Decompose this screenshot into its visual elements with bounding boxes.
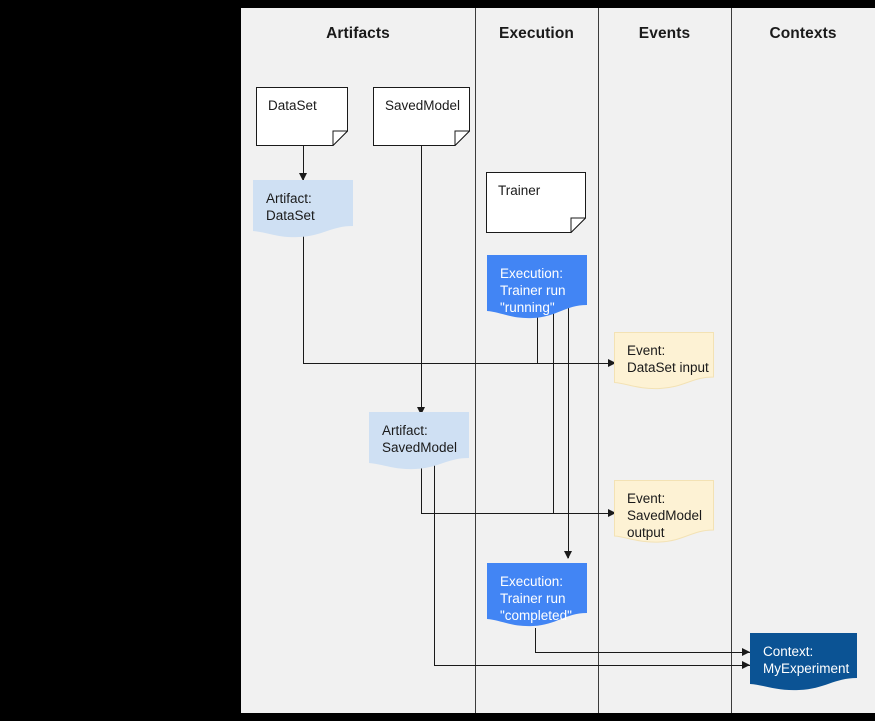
- node-type-trainer[interactable]: Trainer: [486, 172, 586, 233]
- node-event-dataset-input[interactable]: Event: DataSet input: [614, 332, 714, 390]
- lane-divider-execution-events: [598, 8, 599, 713]
- execution-shape-icon: [487, 255, 587, 319]
- connector-artifact-dataset-to-event: [303, 363, 616, 364]
- connector-savedmodel-artifact-to-context: [434, 665, 750, 666]
- document-shape-icon: [486, 172, 586, 233]
- event-shape-icon: [614, 480, 714, 543]
- lane-header-contexts: Contexts: [769, 25, 837, 42]
- node-type-dataset[interactable]: DataSet: [256, 87, 348, 146]
- artifact-shape-icon: [369, 412, 469, 470]
- node-label-context-myexperiment: Context: MyExperiment: [763, 644, 850, 676]
- node-execution-running[interactable]: Execution: Trainer run "running": [487, 255, 587, 319]
- node-label-type-trainer: Trainer: [498, 183, 541, 198]
- node-label-execution-running: Execution: Trainer run "running": [500, 266, 566, 315]
- lane-header-artifacts: Artifacts: [326, 25, 390, 42]
- arrowhead-dataset-to-artifact: [299, 173, 307, 181]
- arrowhead-savedmodel-event-output: [608, 509, 616, 517]
- connector-dataset-to-artifact: [303, 145, 304, 181]
- lane-divider-artifacts-execution: [475, 8, 476, 713]
- arrowhead-dataset-event-input: [608, 359, 616, 367]
- context-shape-icon: [750, 633, 857, 691]
- lane-header-execution: Execution: [499, 25, 574, 42]
- node-context-myexperiment[interactable]: Context: MyExperiment: [750, 633, 857, 691]
- lane-header-events: Events: [638, 25, 691, 42]
- arrowhead-savedmodel-to-artifact: [417, 407, 425, 415]
- node-label-execution-completed: Execution: Trainer run "completed": [500, 574, 572, 623]
- execution-shape-icon: [487, 563, 587, 627]
- node-execution-completed[interactable]: Execution: Trainer run "completed": [487, 563, 587, 627]
- connector-completed-to-context: [535, 652, 750, 653]
- event-shape-icon: [614, 332, 714, 390]
- node-label-type-dataset: DataSet: [268, 98, 317, 113]
- node-artifact-dataset[interactable]: Artifact: DataSet: [253, 180, 353, 238]
- connector-completed-down: [535, 628, 536, 653]
- node-event-savedmodel-output[interactable]: Event: SavedModel output: [614, 480, 714, 544]
- node-label-artifact-savedmodel: Artifact: SavedModel: [382, 423, 458, 455]
- artifact-shape-icon: [253, 180, 353, 238]
- connector-artifact-dataset-down: [303, 228, 304, 364]
- lane-divider-events-contexts: [731, 8, 732, 713]
- node-label-type-savedmodel: SavedModel: [385, 98, 461, 113]
- node-label-event-dataset-input: Event: DataSet input: [627, 343, 709, 375]
- connector-savedmodel-to-artifact: [421, 145, 422, 415]
- connector-to-event-savedmodel-output: [421, 513, 616, 514]
- document-shape-icon: [256, 87, 348, 146]
- arrowhead-completed-to-context: [742, 648, 750, 656]
- connector-running-to-savedmodel-event: [553, 308, 554, 514]
- arrowhead-running-to-completed: [564, 551, 572, 559]
- connector-artifact-savedmodel-to-event: [421, 460, 422, 514]
- diagram-canvas: Artifacts Execution Events Contexts: [241, 8, 875, 713]
- node-artifact-savedmodel[interactable]: Artifact: SavedModel: [369, 412, 469, 470]
- node-label-event-savedmodel-output: Event: SavedModel output: [627, 491, 703, 540]
- connector-running-to-completed: [568, 308, 569, 558]
- connector-running-to-dataset-event: [537, 308, 538, 364]
- connector-artifact-savedmodel-to-context: [434, 460, 435, 666]
- node-label-artifact-dataset: Artifact: DataSet: [266, 191, 315, 223]
- arrowhead-artifact-to-context: [742, 661, 750, 669]
- document-shape-icon: [373, 87, 470, 146]
- node-type-savedmodel[interactable]: SavedModel: [373, 87, 470, 146]
